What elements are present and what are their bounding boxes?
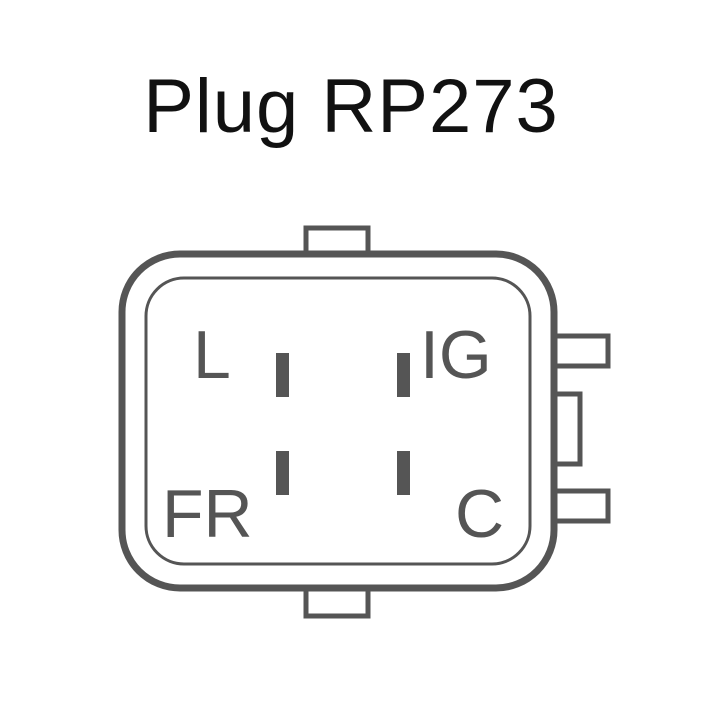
pin-label-top-left: L [193,317,231,393]
pin-label-top-right: IG [420,317,492,393]
pin-slot-top-left [276,353,289,397]
pin-label-bottom-left: FR [162,476,253,552]
page-title: Plug RP273 [143,64,559,149]
bottom-tab [303,585,371,619]
pin-slot-bottom-right [397,451,410,495]
right-tab-bottom [549,488,611,524]
right-tab-top [549,333,611,369]
connector-housing-outer [118,250,558,592]
pin-slot-top-right [397,353,410,397]
pin-slot-bottom-left [276,451,289,495]
pin-label-bottom-right: C [455,476,504,552]
connector-housing-inner [144,276,532,566]
